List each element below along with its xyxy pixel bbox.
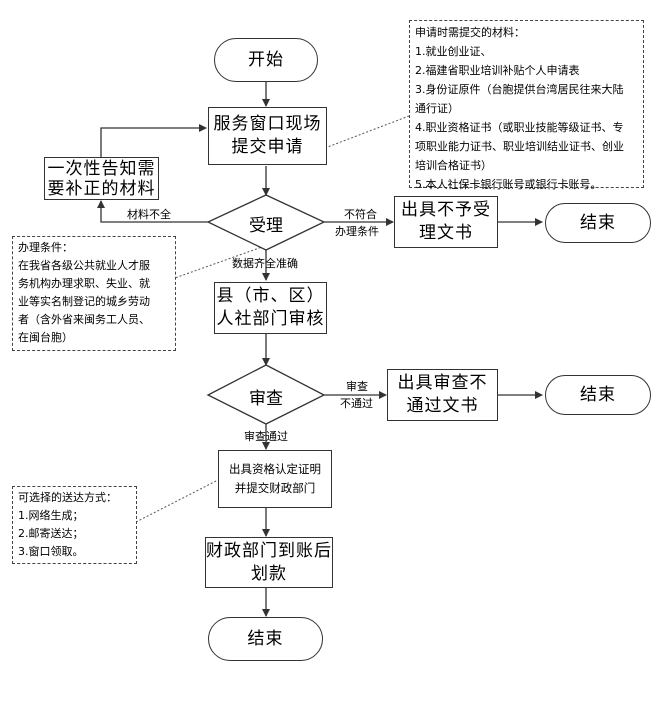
- conditions-note: 办理条件： 在我省各级公共就业人才服 务机构办理求职、失业、就 业等实名制登记的…: [12, 236, 176, 351]
- finance-label-1: 财政部门到账后: [206, 540, 332, 561]
- review-label: 审查: [249, 389, 283, 409]
- delivery-note: 可选择的送达方式： 1.网络生成； 2.邮寄送达； 3.窗口领取。: [12, 486, 137, 564]
- reject-doc-node: 出具不予受 理文书: [394, 196, 498, 248]
- accept-diamond: [206, 194, 326, 251]
- leader-delivery: [135, 479, 219, 523]
- certificate-node: 出具资格认定证明 并提交财政部门: [218, 450, 332, 508]
- county-label-2: 人社部门审核: [216, 309, 325, 329]
- leader-materials: [324, 115, 410, 149]
- apply-label-1: 服务窗口现场: [213, 114, 322, 134]
- end-2-label: 结束: [580, 384, 616, 405]
- conditions-note-line: 办理条件：: [18, 241, 73, 254]
- end-node-2: 结束: [545, 375, 651, 415]
- materials-note-line: 3.身份证原件（台胞提供台湾居民往来大陆: [415, 83, 624, 96]
- fail-doc-label-2: 通过文书: [406, 396, 479, 416]
- delivery-note-line: 2.邮寄送达；: [18, 527, 84, 540]
- county-label-1: 县（市、区）: [216, 286, 325, 306]
- reject-doc-label-1: 出具不予受: [401, 200, 491, 220]
- materials-note-line: 1.就业创业证、: [415, 45, 492, 58]
- edge-label-incomplete: 材料不全: [127, 208, 171, 221]
- materials-note-line: 5.本人社保卡银行账号或银行卡账号。: [415, 178, 602, 191]
- materials-note: 申请时需提交的材料： 1.就业创业证、 2.福建省职业培训补贴个人申请表 3.身…: [409, 20, 644, 191]
- notify-label-2: 要补正的材料: [47, 178, 156, 199]
- materials-note-line: 申请时需提交的材料：: [415, 26, 525, 39]
- end-3-label: 结束: [247, 628, 284, 649]
- materials-note-line: 通行证）: [415, 102, 459, 115]
- edge-label-noncompliant-1: 不符合: [344, 208, 377, 221]
- delivery-note-line: 1.网络生成；: [18, 509, 84, 522]
- finance-node: 财政部门到账后 划款: [205, 537, 333, 588]
- materials-note-line: 2.福建省职业培训补贴个人申请表: [415, 64, 580, 77]
- start-node: 开始: [214, 38, 318, 82]
- end-node-1: 结束: [545, 203, 651, 243]
- conditions-note-line: 者（含外省来闽务工人员、: [18, 313, 150, 326]
- delivery-note-line: 3.窗口领取。: [18, 545, 84, 558]
- fail-doc-label-1: 出具审查不: [397, 373, 488, 393]
- notify-label-1: 一次性告知需: [47, 158, 156, 179]
- apply-label-2: 提交申请: [231, 137, 304, 157]
- conditions-note-line: 业等实名制登记的城乡劳动: [18, 295, 150, 308]
- end-1-label: 结束: [580, 212, 616, 233]
- fail-doc-node: 出具审查不 通过文书: [387, 369, 498, 421]
- edge-label-complete: 数据齐全准确: [232, 257, 298, 270]
- delivery-note-line: 可选择的送达方式：: [18, 491, 117, 504]
- conditions-note-line: 在我省各级公共就业人才服: [18, 259, 150, 272]
- accept-label: 受理: [249, 216, 283, 236]
- edge-label-fail-1: 审查: [346, 380, 368, 393]
- finance-label-2: 划款: [251, 563, 287, 584]
- materials-note-line: 项职业能力证书、职业培训结业证书、创业: [415, 140, 624, 153]
- materials-note-line: 培训合格证书）: [415, 159, 492, 172]
- reject-doc-label-2: 理文书: [419, 223, 473, 243]
- notify-node: 一次性告知需 要补正的材料: [44, 157, 159, 200]
- county-review-node: 县（市、区） 人社部门审核: [214, 282, 327, 334]
- apply-node: 服务窗口现场 提交申请: [208, 107, 327, 165]
- conditions-note-line: 在闽台胞）: [18, 331, 73, 344]
- edge-label-noncompliant-2: 办理条件: [335, 225, 379, 238]
- arrow-accept-to-notify: [97, 200, 208, 223]
- cert-label-2: 并提交财政部门: [234, 481, 316, 495]
- start-label: 开始: [248, 49, 284, 70]
- conditions-note-line: 务机构办理求职、失业、就: [18, 277, 150, 290]
- review-diamond: [206, 364, 326, 425]
- arrow-notify-to-apply: [100, 124, 207, 157]
- end-node-3: 结束: [208, 617, 323, 661]
- cert-label-1: 出具资格认定证明: [229, 462, 321, 476]
- materials-note-line: 4.职业资格证书（或职业技能等级证书、专: [415, 121, 624, 134]
- edge-label-fail-2: 不通过: [340, 397, 373, 410]
- edge-label-pass: 审查通过: [244, 430, 288, 443]
